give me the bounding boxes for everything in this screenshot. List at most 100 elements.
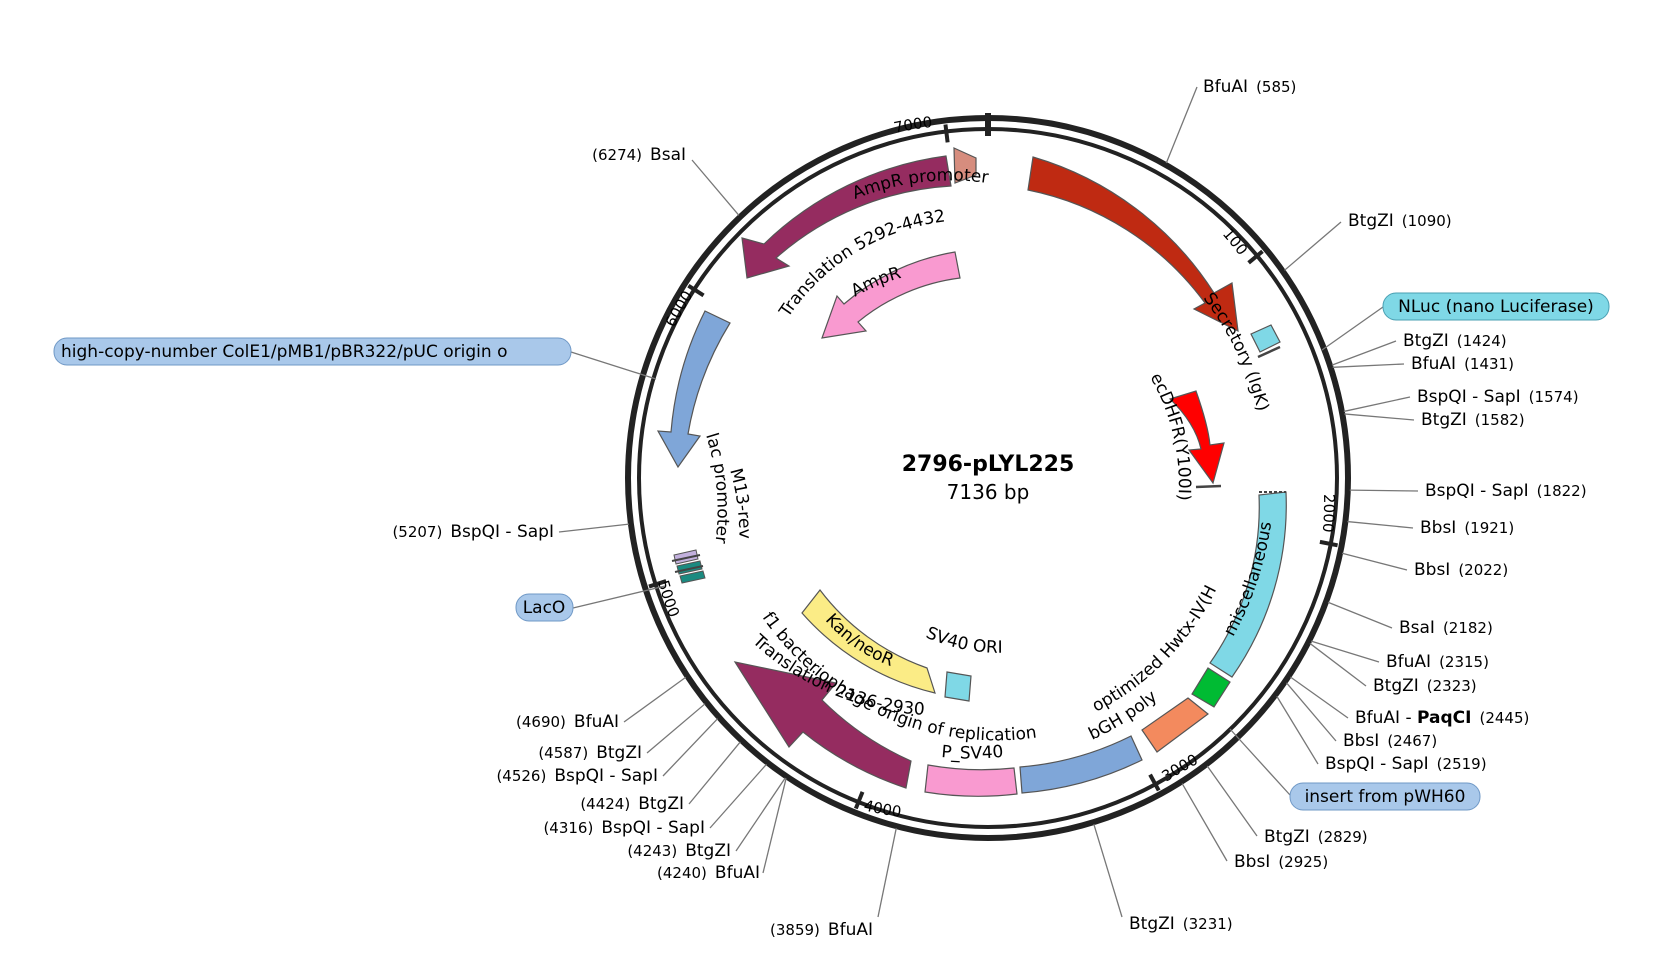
tick-mark-7000 bbox=[943, 124, 950, 143]
plasmid-size: 7136 bp bbox=[947, 480, 1030, 504]
feature-translation-2136-2930[interactable] bbox=[733, 661, 912, 789]
site-bspqi-1822[interactable]: BspQI - SapI(1822) bbox=[1425, 481, 1587, 501]
site-bfuai-3859[interactable]: (3859)BfuAI bbox=[770, 920, 873, 940]
callout-insert-pwh60[interactable] bbox=[1289, 782, 1481, 811]
feature-bgh-polya[interactable] bbox=[1141, 697, 1209, 753]
tick-label-6000: 6000 bbox=[662, 287, 697, 329]
callout-cole1-origin[interactable] bbox=[53, 337, 572, 366]
site-leader-13 bbox=[1285, 682, 1337, 742]
feature-ampr-promoter[interactable] bbox=[953, 147, 977, 184]
site-bfuai-paqci-2445[interactable]: BfuAI - PaqCI(2445) bbox=[1355, 708, 1529, 728]
feature-psv40[interactable] bbox=[1019, 735, 1143, 794]
site-bspqi-1574[interactable]: BspQI - SapI(1574) bbox=[1417, 387, 1579, 407]
site-bspqi-4526[interactable]: (4526)BspQI - SapI bbox=[496, 766, 658, 786]
site-bbsi-2022[interactable]: BbsI(2022) bbox=[1414, 560, 1508, 580]
feature-ecdhfr[interactable] bbox=[1168, 390, 1225, 485]
ecdhfr-end-marker bbox=[1195, 484, 1222, 489]
callout-laco-text: LacO bbox=[523, 598, 566, 618]
feature-hwtx[interactable] bbox=[1191, 667, 1231, 708]
site-bsai-2182[interactable]: BsaI(2182) bbox=[1399, 618, 1493, 638]
site-leader-8 bbox=[1341, 552, 1408, 571]
site-labels-right: BfuAI(585) BtgZI(1090) BtgZI(1424) BfuAI… bbox=[1129, 77, 1587, 934]
site-leader-12 bbox=[1290, 676, 1349, 719]
site-btgzi-3231[interactable]: BtgZI(3231) bbox=[1129, 914, 1233, 934]
site-leader-9 bbox=[1327, 601, 1393, 629]
tick-label-7000: 7000 bbox=[892, 113, 933, 137]
site-leader-7 bbox=[1347, 520, 1414, 529]
label-ampr-promoter: AmpR promoter bbox=[850, 165, 990, 203]
site-leader-16 bbox=[1181, 783, 1228, 862]
feature-pef1a[interactable] bbox=[1027, 156, 1239, 333]
site-bbsi-2925[interactable]: BbsI(2925) bbox=[1234, 852, 1328, 872]
feature-translation-5292-4432[interactable] bbox=[741, 155, 952, 279]
feature-sv40-ori[interactable] bbox=[944, 671, 972, 702]
site-bbsi-2467[interactable]: BbsI(2467) bbox=[1343, 731, 1437, 751]
site-btgzi-2829[interactable]: BtgZI(2829) bbox=[1264, 827, 1368, 847]
site-bfuai-4690[interactable]: (4690)BfuAI bbox=[516, 712, 619, 732]
m13-marker-a bbox=[671, 554, 701, 562]
site-leader-25 bbox=[623, 676, 687, 723]
site-leader-3 bbox=[1332, 363, 1405, 368]
site-btgzi-4587[interactable]: (4587)BtgZI bbox=[538, 743, 642, 763]
feature-f1-ori[interactable] bbox=[924, 764, 1018, 797]
site-leader-23 bbox=[662, 718, 719, 777]
label-lac-promoter: lac promoter bbox=[701, 431, 732, 545]
feature-secretory-igk[interactable] bbox=[1250, 324, 1281, 353]
tick-mark-4000 bbox=[853, 791, 865, 810]
callout-nluc-text: NLuc (nano Luciferase) bbox=[1398, 297, 1594, 317]
tick-mark-3000 bbox=[1148, 773, 1161, 792]
label-psv40: P_SV40 bbox=[941, 742, 1005, 764]
label-sv40-ori: SV40 ORI bbox=[923, 623, 1003, 658]
site-bspqi-5207[interactable]: (5207)BspQI - SapI bbox=[392, 522, 554, 542]
site-bbsi-1921[interactable]: BbsI(1921) bbox=[1420, 518, 1514, 538]
feature-arrows bbox=[656, 147, 1287, 797]
site-leader-26 bbox=[558, 523, 630, 533]
site-bfuai-4240[interactable]: (4240)BfuAI bbox=[657, 863, 760, 883]
site-leader-0 bbox=[1165, 86, 1198, 164]
site-bsai-6274[interactable]: (6274)BsaI bbox=[592, 145, 686, 165]
label-bgh-polya: bGH polyA bbox=[0, 0, 1161, 745]
site-leader-20 bbox=[735, 777, 786, 852]
site-leader-5 bbox=[1344, 413, 1415, 421]
site-bfuai-2315[interactable]: BfuAI(2315) bbox=[1386, 652, 1489, 672]
callout-nluc[interactable] bbox=[1382, 292, 1610, 321]
site-bfuai-1431[interactable]: BfuAI(1431) bbox=[1411, 354, 1514, 374]
feature-kan-neor[interactable] bbox=[801, 589, 936, 694]
site-bspqi-2519[interactable]: BspQI - SapI(2519) bbox=[1325, 754, 1487, 774]
site-bfuai-585[interactable]: BfuAI(585) bbox=[1203, 77, 1296, 97]
feature-ampr[interactable] bbox=[821, 251, 961, 339]
tick-mark-1000 bbox=[1247, 249, 1264, 265]
feature-laco[interactable] bbox=[679, 570, 706, 584]
tick-marks bbox=[648, 124, 1338, 810]
plasmid-name: 2796-pLYL225 bbox=[902, 452, 1075, 477]
nluc-marker bbox=[1257, 345, 1281, 359]
callouts: NLuc (nano Luciferase) insert from pWH60… bbox=[53, 292, 1610, 811]
site-btgzi-2323[interactable]: BtgZI(2323) bbox=[1373, 676, 1477, 696]
site-leader-15 bbox=[1206, 765, 1258, 837]
site-leader-10 bbox=[1310, 640, 1380, 663]
site-btgzi-4424[interactable]: (4424)BtgZI bbox=[580, 794, 684, 814]
site-labels-left: (3859)BfuAI (4240)BfuAI (4243)BtgZI (431… bbox=[392, 145, 873, 940]
site-btgzi-1582[interactable]: BtgZI(1582) bbox=[1421, 410, 1525, 430]
site-leader-1 bbox=[1284, 221, 1342, 271]
callout-laco[interactable] bbox=[515, 593, 574, 622]
site-leader-lines bbox=[558, 86, 1419, 918]
site-leader-24 bbox=[646, 703, 706, 754]
site-leader-11 bbox=[1309, 642, 1367, 687]
tick-mark-5000 bbox=[648, 579, 667, 589]
site-leader-18 bbox=[877, 828, 897, 918]
site-leader-4 bbox=[1343, 396, 1411, 413]
site-leader-22 bbox=[688, 741, 741, 805]
tick-label-1000: 1000 bbox=[0, 0, 1251, 259]
feature-origin-cole1[interactable] bbox=[656, 310, 731, 469]
site-btgzi-1424[interactable]: BtgZI(1424) bbox=[1403, 331, 1507, 351]
feature-miscellaneous[interactable] bbox=[1209, 491, 1287, 678]
site-bspqi-4316[interactable]: (4316)BspQI - SapI bbox=[543, 818, 705, 838]
site-leader-6 bbox=[1349, 489, 1419, 492]
label-ecdhfr: ecDHFR(Y100I) bbox=[1146, 370, 1194, 502]
site-btgzi-1090[interactable]: BtgZI(1090) bbox=[1348, 211, 1452, 231]
site-btgzi-4243[interactable]: (4243)BtgZI bbox=[627, 841, 731, 861]
site-leader-27 bbox=[691, 159, 740, 216]
m13-marker-b bbox=[674, 565, 704, 573]
